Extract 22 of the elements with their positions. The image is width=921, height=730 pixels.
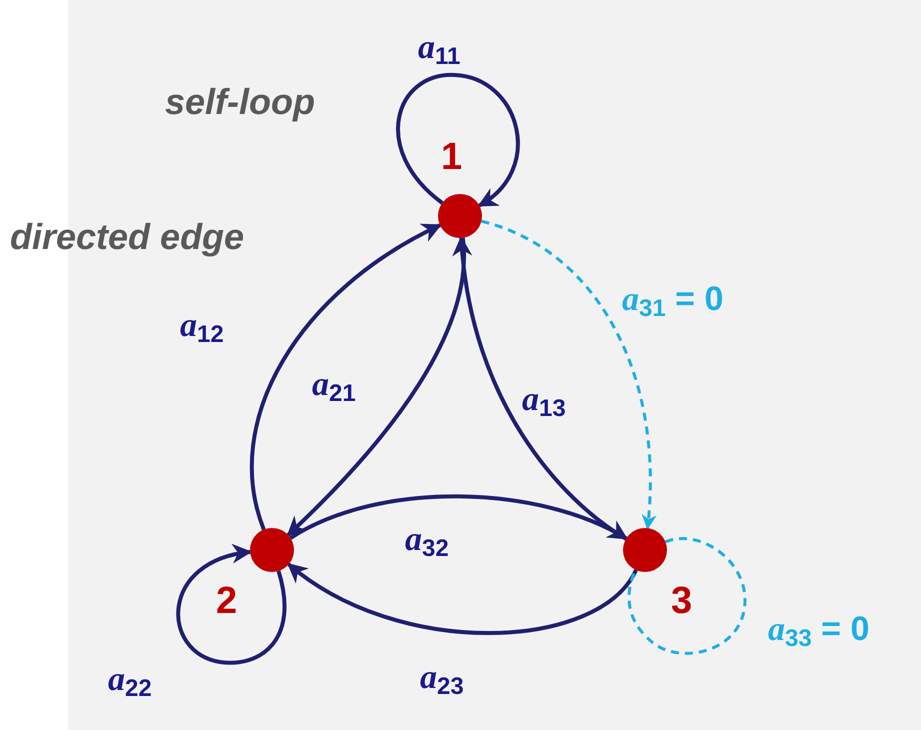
self-loop-arrow <box>176 545 286 665</box>
edge-label: a$_{32}$ <box>405 522 449 557</box>
edge-label: a$_{23}$ <box>420 660 464 695</box>
arrow <box>287 562 638 636</box>
arrow <box>250 223 442 530</box>
annotation-text: directed edge <box>10 219 244 255</box>
edge-label: a$_{33}$ = 0 <box>768 612 870 647</box>
node-number: 3 <box>671 582 692 620</box>
arrow <box>453 236 628 541</box>
arrow <box>289 494 628 540</box>
edge-label: a$_{12}$ <box>180 308 224 343</box>
edge-label: a$_{31}$ = 0 <box>622 282 724 317</box>
arrow <box>286 238 466 536</box>
arrow <box>480 220 656 530</box>
edge-label: a$_{11}$ <box>418 30 460 65</box>
node-number: 1 <box>441 138 462 176</box>
edge-label: a$_{21}$ <box>312 367 356 402</box>
edge-label: a$_{22}$ <box>108 662 152 697</box>
annotation-text: self-loop <box>165 84 315 120</box>
node-number: 2 <box>216 582 238 620</box>
edge-label: a$_{13}$ <box>522 382 566 417</box>
self-loop-arrow <box>396 73 520 208</box>
